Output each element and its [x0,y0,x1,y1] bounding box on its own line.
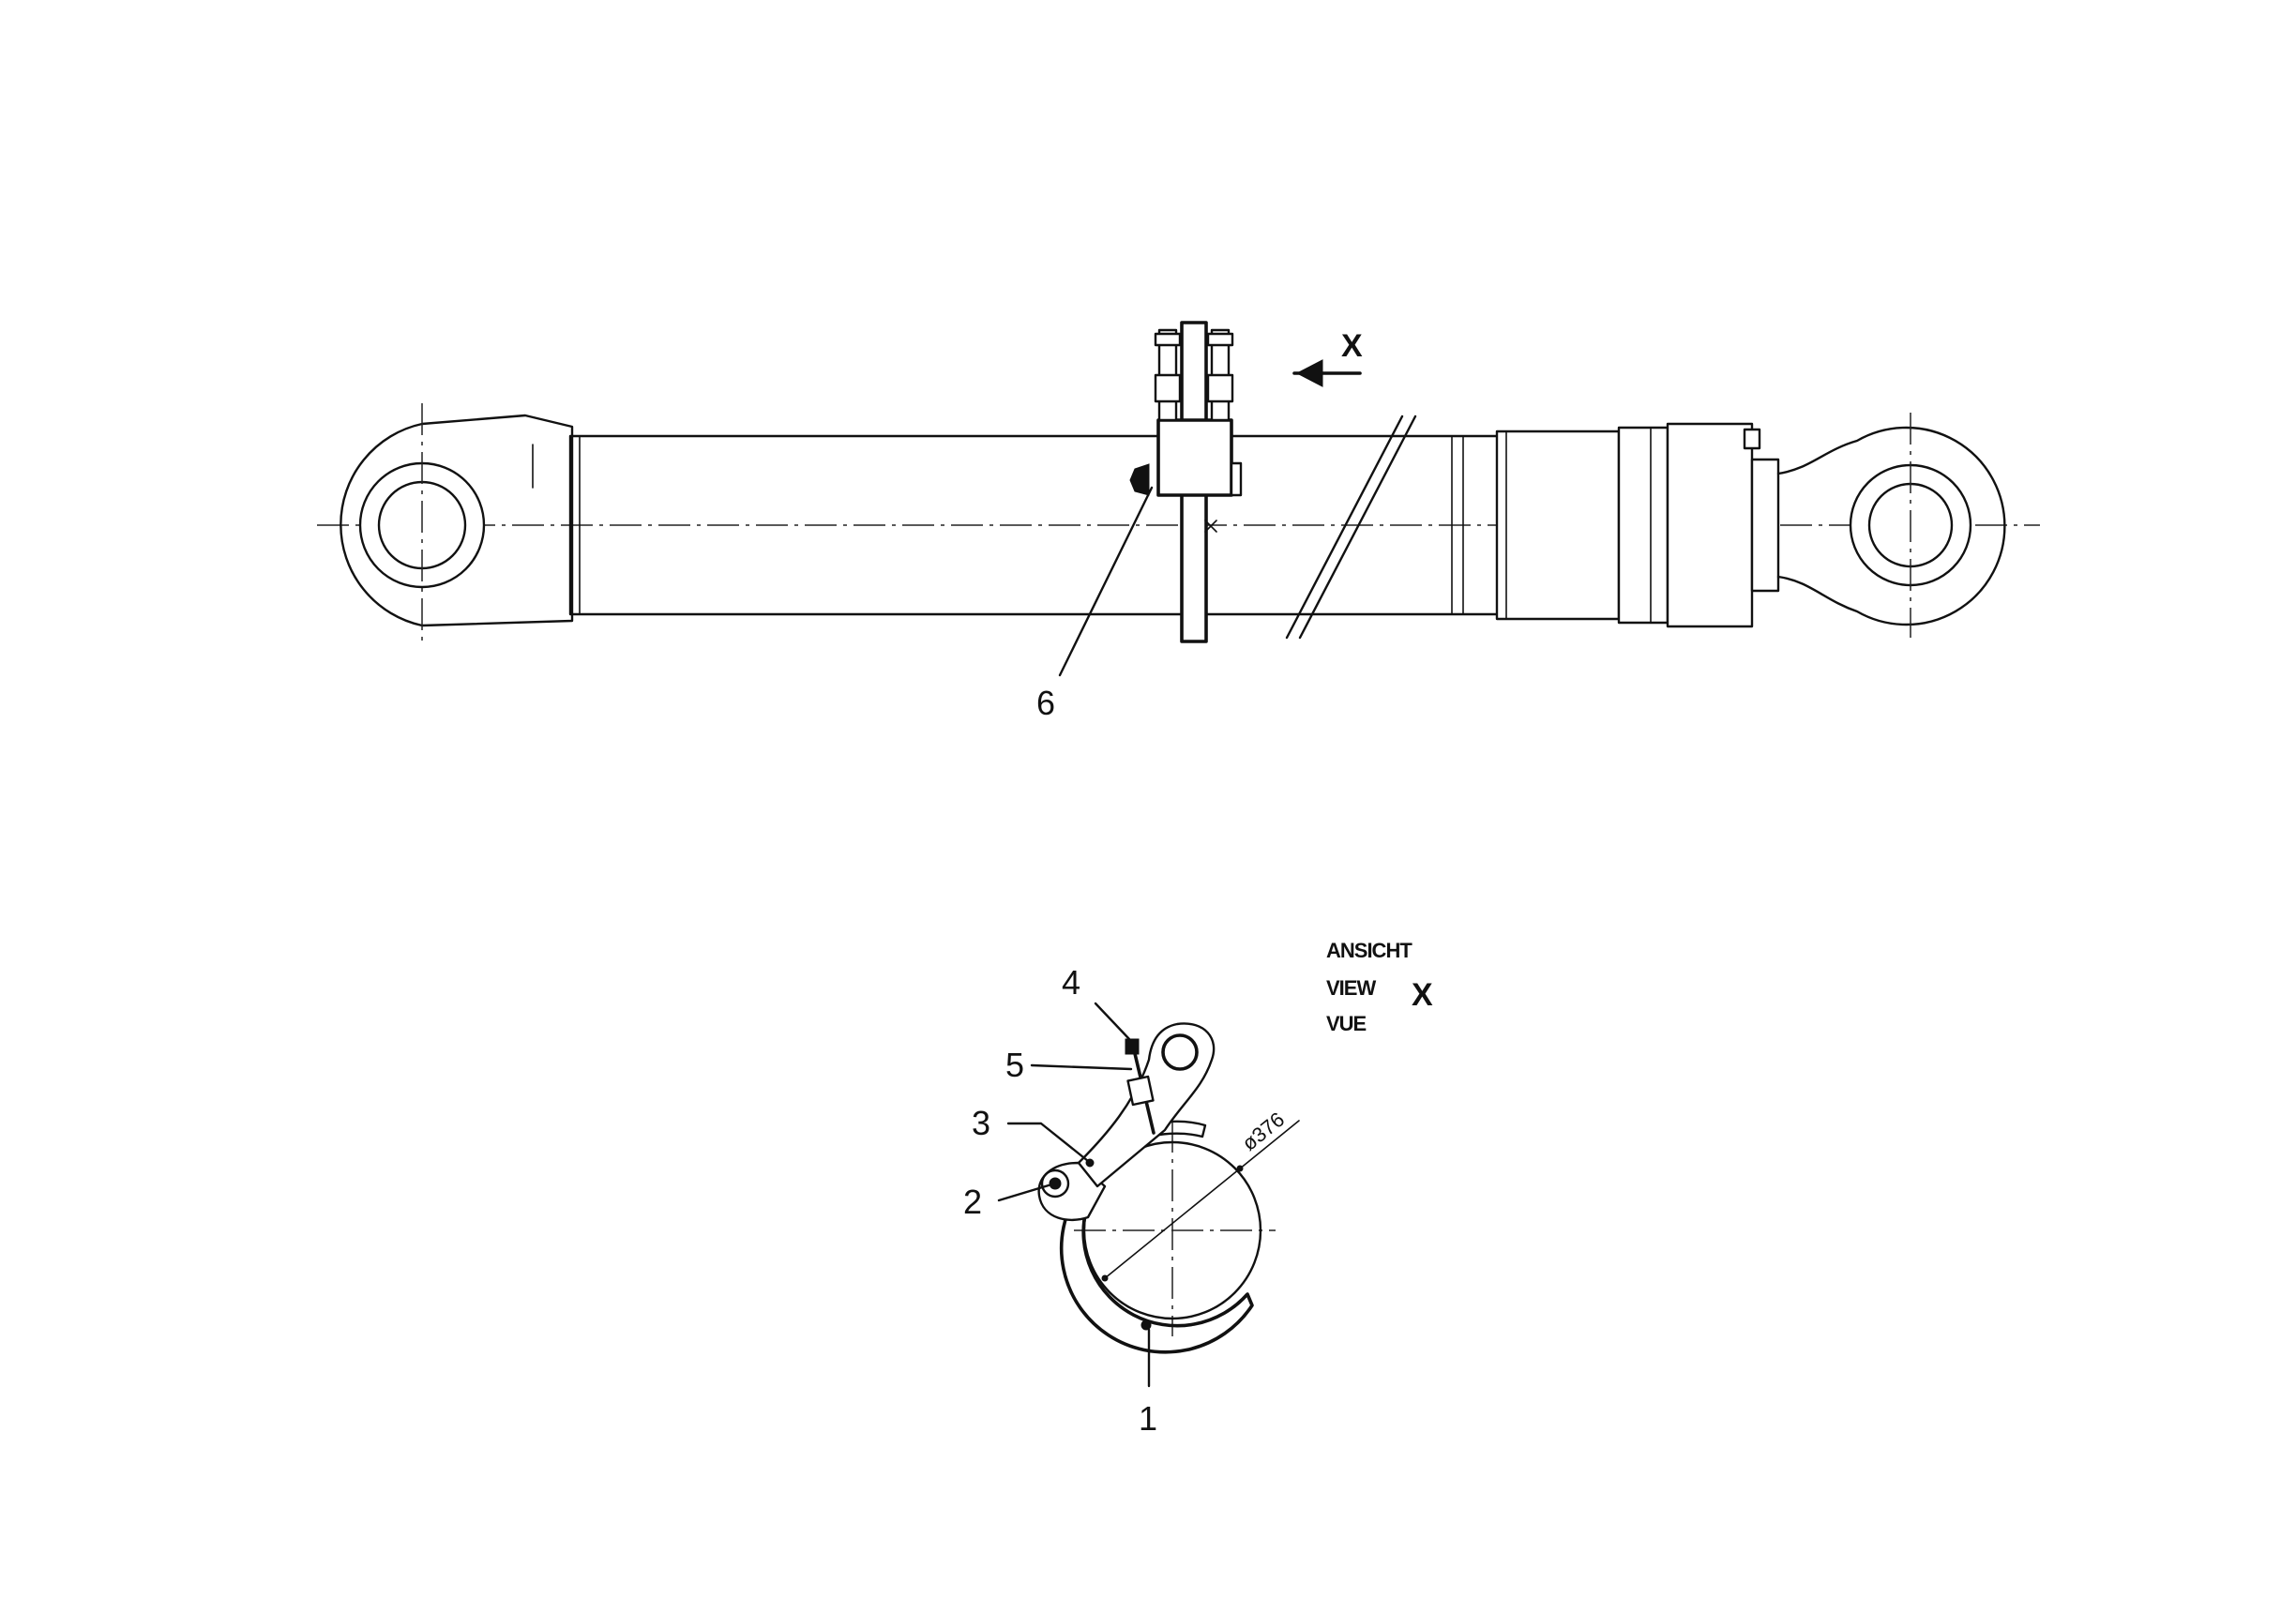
callout-4: 4 [1062,963,1080,1002]
diameter-label: ø376 [1237,1108,1289,1155]
view-label-french: VUE [1326,1012,1367,1035]
bolt-nut [1126,1075,1155,1107]
view-label-german: ANSICHT [1326,939,1412,962]
view-direction-arrow: X [1292,328,1363,387]
swing-arm-eye [1161,1033,1199,1071]
hinge-pin-ring [1040,1168,1070,1198]
tension-bolt [1125,1038,1156,1135]
right-bolt-head [1206,332,1234,347]
left-bolt-head [1154,332,1182,347]
head-nut [1743,428,1761,450]
grease-nipple [1129,463,1150,496]
break-line-2 [1298,415,1417,640]
dot-part-1 [1140,1319,1152,1331]
bolt-head [1125,1038,1140,1055]
view-label-mark: X [1412,977,1433,1013]
hinge-pin [1049,1177,1062,1190]
callout-3: 3 [972,1104,990,1142]
leader-4 [1094,1002,1131,1041]
hinge-lug [1037,1161,1107,1222]
view-label: ANSICHT VIEW VUE X [1326,939,1433,1035]
left-bolt-nut [1154,373,1182,403]
head-section-1 [1495,430,1621,621]
callout-5: 5 [1005,1046,1024,1084]
diameter-end-b [1236,1165,1244,1172]
clamp-side-view [1129,321,1243,643]
diameter-end-a [1101,1274,1109,1282]
cylinder-side-view: 6 X [317,321,2040,722]
clamp-band [1059,1189,1254,1354]
right-rod-eye [1776,413,2006,638]
clamp-end-view: ø376 1 2 3 4 5 [963,963,1300,1438]
diameter-line [1104,1120,1300,1279]
cylinder-head [1495,422,1780,628]
right-eye-outline [1776,426,2006,626]
view-arrow-head [1295,359,1323,387]
break-line-1 [1285,415,1404,640]
left-eye-outline [340,414,574,627]
right-bolt-nut [1206,373,1234,403]
head-section-2 [1617,426,1669,625]
leader-3 [1006,1122,1090,1163]
left-rod-eye [340,403,574,647]
hinge-lug-body [1037,1161,1107,1222]
callout-6: 6 [1036,684,1055,722]
callout-1: 1 [1139,1399,1157,1438]
leader-2 [997,1183,1050,1202]
leader-6 [1058,486,1154,677]
cylinder-tube [568,415,1529,640]
head-section-3 [1666,422,1754,628]
clamp-block [1156,418,1233,497]
gland-collar [1750,458,1780,593]
callout-2: 2 [963,1183,982,1221]
leader-5 [1030,1063,1133,1071]
clamp-block-lip [1230,461,1243,497]
view-label-english: VIEW [1326,976,1376,1000]
clamp-center-mark-b [1204,520,1217,533]
view-arrow-mark: X [1341,328,1363,364]
